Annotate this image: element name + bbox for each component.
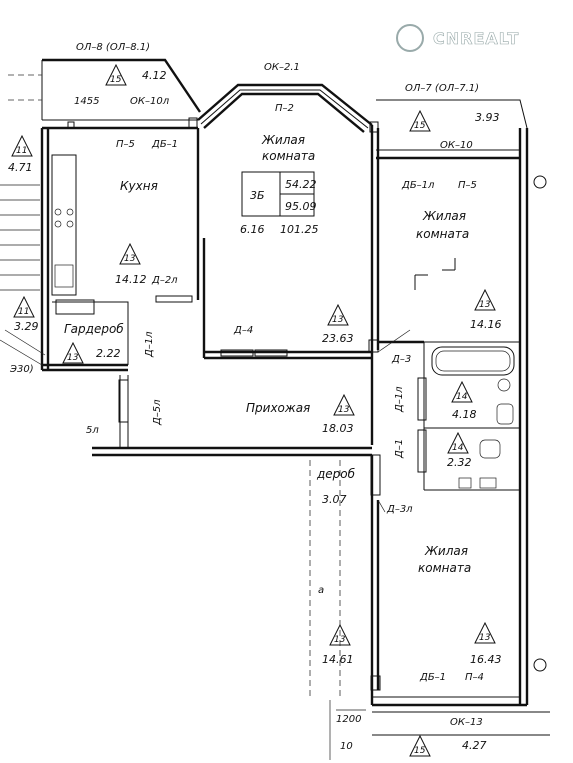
element-marks: ОЛ–8 (ОЛ–8.1) ОК–2.1 ОЛ–7 (ОЛ–7.1) 1455 … (9, 42, 484, 752)
living2-name-2: комната (416, 227, 469, 241)
balcony2-area: 3.93 (475, 111, 500, 124)
bay-window (197, 83, 373, 126)
svg-text:15: 15 (414, 746, 426, 756)
left-a: а (318, 585, 324, 596)
doors (118, 157, 500, 698)
mark-ol7: ОЛ–7 (ОЛ–7.1) (405, 83, 479, 94)
svg-text:15: 15 (110, 75, 122, 85)
area-living: 54.22 (285, 178, 317, 191)
svg-text:11: 11 (16, 146, 27, 156)
living3-name-2: комната (418, 561, 471, 575)
hall-name: Прихожая (246, 401, 310, 415)
mark-db1b: ДБ–1 (419, 672, 446, 683)
left-bottom-area: 14.61 (322, 653, 354, 666)
spec-box: 3Б 54.22 95.09 6.16 101.25 (240, 171, 319, 236)
apartment-type: 3Б (250, 189, 265, 202)
room-labels: Кухня 14.12 Жилая комната 23.63 Жилая ко… (8, 69, 502, 752)
living2-area: 14.16 (470, 318, 502, 331)
wardrobe-shelf (55, 299, 95, 315)
left2-area: 3.29 (14, 320, 39, 333)
mark-d1l-a: Д–1л (144, 331, 155, 358)
hall-area: 18.03 (322, 422, 354, 435)
mark-d4: Д–4 (233, 325, 253, 336)
svg-text:13: 13 (124, 254, 136, 264)
living1-area: 23.63 (322, 332, 354, 345)
level-markers: 13 13 13 13 13 13 14 14 (11, 63, 496, 757)
wardrobe1-area: 2.22 (96, 347, 121, 360)
watermark-text: CNREALT (433, 29, 519, 48)
mark-ok10l: ОК–10л (130, 96, 170, 107)
mark-p2: П–2 (275, 103, 294, 114)
left1-area: 4.71 (8, 161, 33, 174)
svg-text:13: 13 (479, 300, 491, 310)
toilet (479, 439, 501, 459)
mark-ol8: ОЛ–8 (ОЛ–8.1) (76, 42, 150, 53)
bath-fixtures (431, 346, 515, 489)
wc-area: 2.32 (447, 456, 472, 469)
balcony3-area: 4.27 (462, 739, 487, 752)
stair (0, 184, 46, 366)
mark-ok21: ОК–2.1 (264, 62, 300, 73)
wardrobe2-name: дероб (316, 467, 356, 481)
living1-name-1: Жилая (261, 133, 305, 147)
left-e30: Э30) (9, 364, 34, 375)
watermark: CNREALT (396, 24, 519, 52)
kitchen-name: Кухня (120, 179, 158, 193)
mark-d3l: Д–3л (386, 504, 413, 515)
interior-marks (67, 117, 547, 672)
area-total-balcony: 101.25 (280, 223, 319, 236)
mark-p5a: П–5 (116, 139, 135, 150)
living3-name-1: Жилая (424, 544, 468, 558)
mark-d3: Д–3 (391, 354, 411, 365)
living1-name-2: комната (262, 149, 315, 163)
dim-1200: 1200 (336, 714, 361, 725)
dim-1455: 1455 (74, 96, 99, 107)
svg-text:11: 11 (18, 307, 29, 317)
mark-db1a: ДБ–1 (151, 139, 178, 150)
svg-text:13: 13 (338, 405, 350, 415)
living3-area: 16.43 (470, 653, 502, 666)
area-total: 95.09 (285, 200, 317, 213)
mark-ok13: ОК–13 (450, 717, 483, 728)
kitchen-area: 14.12 (115, 273, 147, 286)
svg-text:13: 13 (334, 635, 346, 645)
wardrobe2-area: 3.07 (322, 493, 347, 506)
mark-d1l-b: Д–1л (394, 386, 405, 413)
balcony-left-rail (42, 58, 201, 113)
kitchen-fittings (51, 154, 95, 315)
svg-text:14: 14 (456, 392, 468, 402)
svg-text:15: 15 (414, 121, 426, 131)
mark-p4: П–4 (465, 672, 484, 683)
left-5l: 5л (86, 425, 99, 436)
mark-ok10: ОК–10 (440, 140, 473, 151)
bathtub (431, 346, 515, 376)
mark-p5b: П–5 (458, 180, 477, 191)
mark-d2l: Д–2л (151, 275, 178, 286)
mark-d5l: Д–5л (152, 399, 163, 426)
living2-name-1: Жилая (422, 209, 466, 223)
area-balcony: 6.16 (240, 223, 265, 236)
svg-text:13: 13 (332, 315, 344, 325)
mark-db1l: ДБ–1л (401, 180, 435, 191)
svg-text:14: 14 (452, 443, 464, 453)
svg-text:13: 13 (67, 353, 79, 363)
bath-area: 4.18 (452, 408, 477, 421)
wardrobe1-name: Гардероб (64, 322, 124, 336)
svg-text:13: 13 (479, 633, 491, 643)
dim-10: 10 (340, 741, 353, 752)
balcony1-area: 4.12 (142, 69, 167, 82)
mark-d1: Д–1 (394, 439, 405, 459)
